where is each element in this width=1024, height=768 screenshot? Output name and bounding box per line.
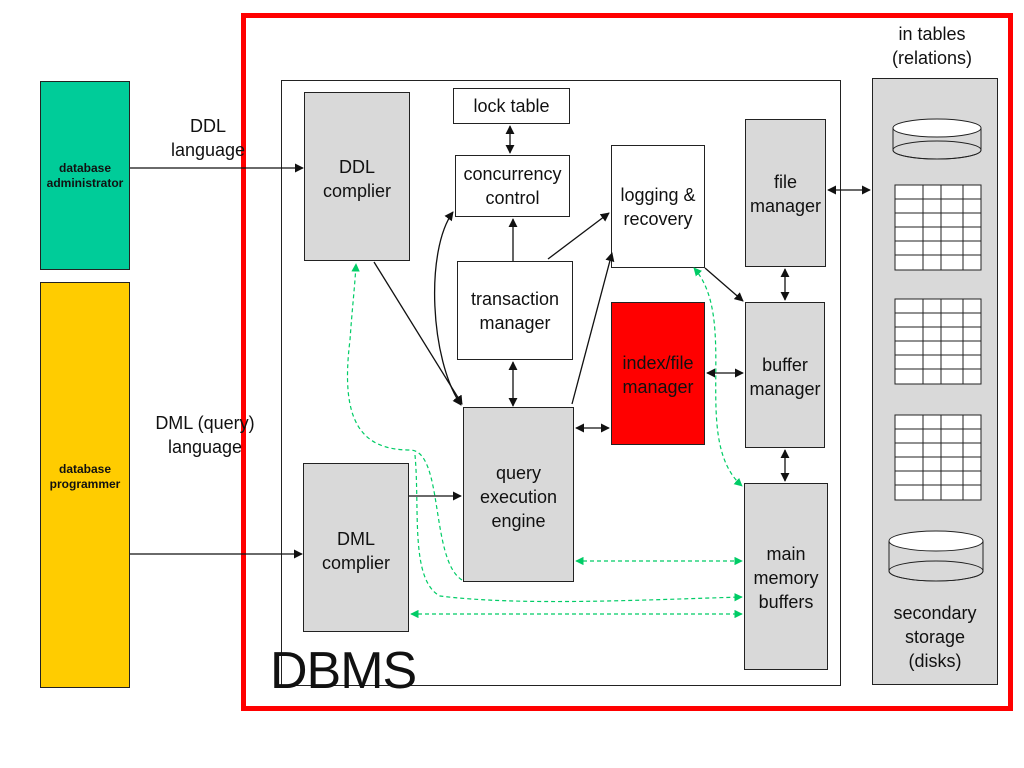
query-execution-engine-box: query execution engine [463, 407, 574, 582]
relation-table-icon [894, 184, 982, 271]
transaction-logging-arrow [547, 212, 610, 260]
concurrency-control-box: concurrency control [455, 155, 570, 217]
relation-table-icon [894, 298, 982, 385]
database-administrator-label: database administrator [46, 160, 124, 190]
logging-buffer-arrow [704, 267, 744, 302]
main-memory-buffers-box: main memory buffers [744, 483, 828, 670]
logging-memory-dashed-arrow [693, 267, 743, 487]
ddl-engine-arrow [373, 261, 463, 405]
file-manager-box: file manager [745, 119, 826, 267]
dbms-boundary [241, 13, 1013, 711]
dml-language-label: DML (query) language [155, 413, 255, 457]
disk-cylinder-icon [888, 530, 984, 582]
secondary-storage-caption: secondary storage (disks) [893, 603, 977, 671]
in-tables-note: in tables (relations) [891, 24, 973, 68]
database-programmer-block: database programmer [40, 282, 130, 688]
dml-compiler-box: DML complier [303, 463, 409, 632]
lock-table-box: lock table [453, 88, 570, 124]
ddl-language-label: DDL language [170, 116, 246, 160]
engine-ddl-dashed-arrow [346, 263, 463, 581]
dbms-label: DBMS [270, 642, 417, 700]
buffer-manager-box: buffer manager [745, 302, 825, 448]
ddl-memory-dashed-arrow [414, 454, 743, 603]
relation-table-icon [894, 414, 982, 501]
logging-recovery-box: logging & recovery [611, 145, 705, 268]
disk-cylinder-icon [892, 118, 982, 160]
ddl-compiler-box: DDL complier [304, 92, 410, 261]
transaction-manager-box: transaction manager [457, 261, 573, 360]
database-programmer-label: database programmer [49, 462, 121, 491]
index-file-manager-box: index/file manager [611, 302, 705, 445]
engine-logging-arrow [571, 252, 615, 405]
database-administrator-block: database administrator [40, 81, 130, 270]
engine-concurrency-arrow [433, 211, 462, 406]
